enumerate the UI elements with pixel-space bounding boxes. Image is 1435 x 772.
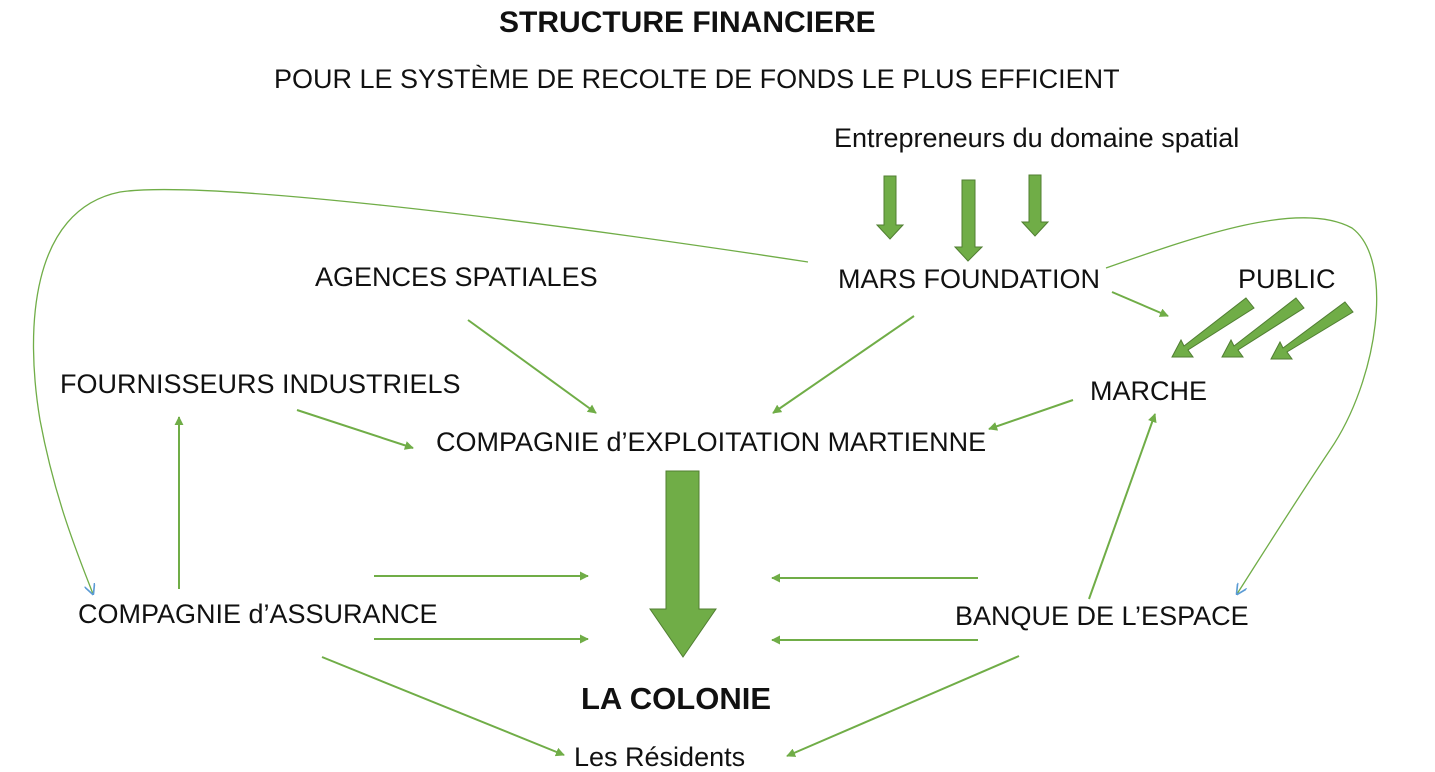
link-marche-compagnie <box>988 399 1074 431</box>
link-banque-marche <box>1088 413 1157 600</box>
entrepreneur-flow-arrow <box>953 179 984 262</box>
diagram-subtitle: POUR LE SYSTÈME DE RECOLTE DE FONDS LE P… <box>274 64 1120 94</box>
public-flow-arrow <box>1221 297 1305 358</box>
entrepreneur-flow-arrow <box>1020 174 1050 237</box>
node-residents: Les Résidents <box>574 742 746 772</box>
diagram-title: STRUCTURE FINANCIERE <box>499 6 876 39</box>
node-entrepreneurs: Entrepreneurs du domaine spatial <box>834 123 1240 153</box>
link-agences-compagnie <box>467 319 597 414</box>
link-foundation-compagnie <box>772 315 915 414</box>
node-fournisseurs: FOURNISSEURS INDUSTRIELS <box>60 369 461 399</box>
public-flow-arrow <box>1270 301 1354 360</box>
node-la-colonie: LA COLONIE <box>581 681 772 716</box>
node-banque-espace: BANQUE DE L’ESPACE <box>955 601 1249 631</box>
curve-foundation-banque <box>1105 217 1378 594</box>
entrepreneur-flow-arrow <box>875 175 905 240</box>
node-mars-foundation: MARS FOUNDATION <box>838 264 1100 294</box>
link-foundation-marche <box>1111 291 1169 317</box>
curve-foundation-assurance <box>32 188 809 594</box>
link-fournisseurs-compagnie <box>296 409 414 450</box>
node-compagnie-assurance: COMPAGNIE d’ASSURANCE <box>78 599 438 629</box>
node-compagnie-exploitation: COMPAGNIE d’EXPLOITATION MARTIENNE <box>436 427 987 457</box>
node-public: PUBLIC <box>1238 264 1336 294</box>
link-banque-residents <box>786 655 1020 757</box>
node-marche: MARCHE <box>1090 376 1208 406</box>
main-flow-arrow <box>649 470 717 658</box>
node-agences-spatiales: AGENCES SPATIALES <box>315 262 598 292</box>
public-flow-arrow <box>1171 297 1255 358</box>
link-assurance-residents <box>321 656 565 757</box>
